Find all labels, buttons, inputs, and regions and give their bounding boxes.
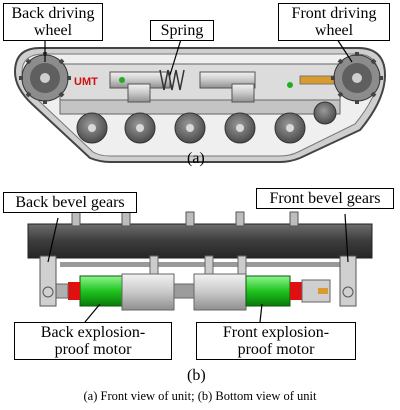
callout-spring-text: Spring [160, 22, 204, 39]
callout-front-bevel-gears: Front bevel gears [256, 188, 394, 209]
callout-front-motor: Front explosion- proof motor [196, 322, 356, 360]
callout-back-bevel-gears: Back bevel gears [3, 192, 137, 213]
track-unit-bottom-view [27, 211, 373, 311]
callout-front-bevel-gears-text: Front bevel gears [269, 190, 381, 207]
spring-mechanism [109, 69, 339, 103]
callout-front-driving-wheel: Front driving wheel [278, 3, 390, 41]
callout-front-motor-text: Front explosion- proof motor [222, 324, 330, 358]
road-wheels [76, 101, 337, 144]
figure-caption: (a) Front view of unit; (b) Bottom view … [83, 389, 317, 403]
callout-back-driving-wheel-text: Back driving wheel [11, 5, 95, 39]
callout-back-driving-wheel: Back driving wheel [3, 3, 103, 41]
track-unit-front-view: UMT [13, 47, 387, 163]
callout-front-driving-wheel-text: Front driving wheel [291, 5, 377, 39]
panel-label-a: (a) [187, 150, 205, 167]
callout-back-motor-text: Back explosion- proof motor [40, 324, 146, 358]
front-explosion-proof-motor [193, 273, 331, 311]
leader-lines-b [47, 213, 349, 323]
back-explosion-proof-motor [55, 273, 175, 311]
panel-label-b: (b) [187, 367, 206, 384]
callout-spring: Spring [150, 20, 214, 41]
front-driving-sprocket [331, 52, 383, 104]
callout-back-bevel-gears-text: Back bevel gears [15, 194, 125, 211]
umt-marking: UMT [74, 76, 98, 88]
callout-back-motor: Back explosion- proof motor [14, 322, 172, 360]
